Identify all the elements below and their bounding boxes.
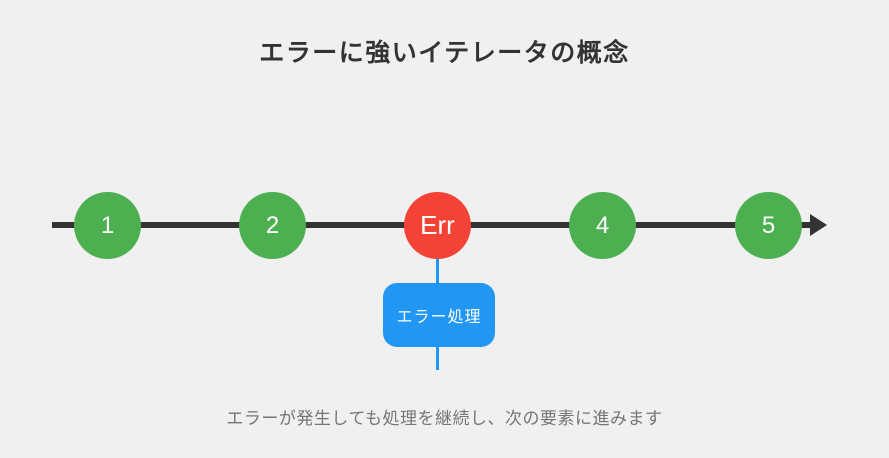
iterator-node-1: 1 <box>74 192 141 259</box>
error-handler-box: エラー処理 <box>383 283 495 347</box>
right-arrowhead-icon <box>810 214 827 236</box>
diagram-title: エラーに強いイテレータの概念 <box>259 39 630 67</box>
iterator-node-5: 5 <box>735 192 802 259</box>
iterator-node-2: 2 <box>239 192 306 259</box>
diagram-caption: エラーが発生しても処理を継続し、次の要素に進みます <box>226 409 663 428</box>
iterator-node-4: 4 <box>569 192 636 259</box>
iterator-node-error: Err <box>404 192 471 259</box>
